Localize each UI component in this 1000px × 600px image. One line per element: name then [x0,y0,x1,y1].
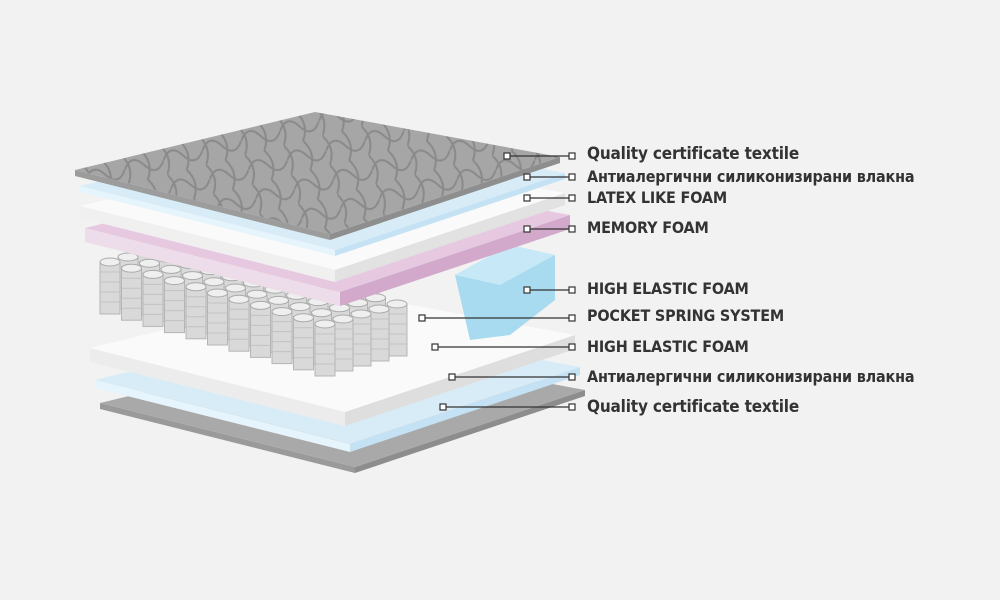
spring-coil [386,303,408,357]
connector-end-marker [568,286,576,294]
label-high-elastic-foam-bottom: HIGH ELASTIC FOAM [587,337,749,356]
spring-coil [350,313,372,367]
label-memory-foam: MEMORY FOAM [587,218,709,237]
label-high-elastic-foam-top: HIGH ELASTIC FOAM [587,279,749,298]
spring-coil [142,273,164,327]
label-latex-foam: LATEX LIKE FOAM [587,188,727,207]
label-top-textile: Quality certificate textile [587,144,800,164]
connector-end-marker [568,314,576,322]
connector-start-marker [523,286,531,294]
connector-start-marker [523,194,531,202]
spring-coil [121,267,142,321]
connector-start-marker [431,343,439,351]
connector-end-marker [568,373,576,381]
connector-8 [439,403,576,411]
top-textile-layer [75,112,560,240]
connector-4 [523,286,576,294]
spring-coil [314,323,336,377]
high-elastic-foam-block [455,245,555,340]
connector-5 [418,314,576,322]
connector-start-marker [439,403,447,411]
connector-end-marker [568,194,576,202]
connector-start-marker [503,152,511,160]
connector-3 [523,225,576,233]
spring-coil [185,286,207,340]
label-pocket-spring: POCKET SPRING SYSTEM [587,306,785,325]
connector-end-marker [568,343,576,351]
spring-coil [164,280,185,334]
spring-coil [271,311,293,365]
spring-coil [228,298,250,352]
spring-coil [250,304,271,358]
connector-0 [503,152,576,160]
spring-coil [99,261,121,315]
connector-2 [523,194,576,202]
spring-coil [207,292,228,346]
label-bottom-fiber: Антиалергични силиконизирани влакна [587,367,915,386]
connector-end-marker [568,225,576,233]
connector-end-marker [568,403,576,411]
connector-end-marker [568,152,576,160]
connector-start-marker [448,373,456,381]
label-bottom-textile: Quality certificate textile [587,397,800,417]
spring-coil [368,308,390,362]
label-top-fiber: Антиалергични силиконизирани влакна [587,167,915,186]
connector-6 [431,343,576,351]
connector-1 [523,173,576,181]
connector-7 [448,373,576,381]
connector-start-marker [523,225,531,233]
connector-end-marker [568,173,576,181]
spring-coil [293,317,314,371]
connector-start-marker [523,173,531,181]
spring-coil [332,318,354,372]
connector-start-marker [418,314,426,322]
